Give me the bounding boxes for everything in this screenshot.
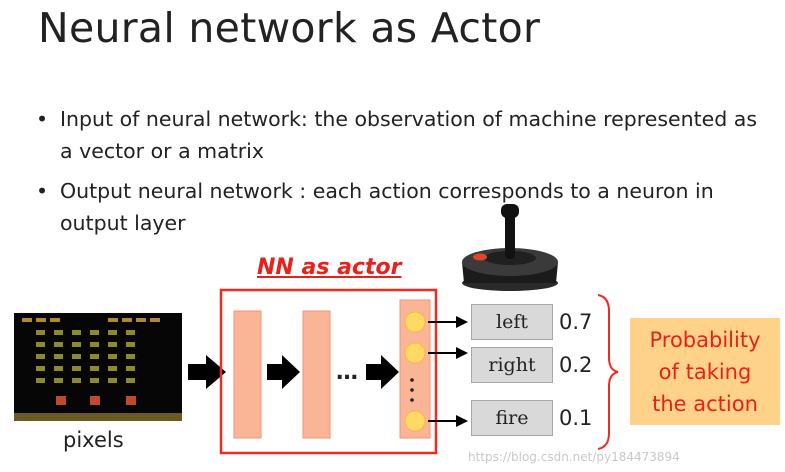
bullet-output: • Output neural network : each action co… <box>36 175 776 239</box>
game-screen-image <box>14 313 182 421</box>
vertical-dot <box>410 398 414 402</box>
joystick-icon <box>462 204 558 291</box>
bullet-marker: • <box>36 179 49 203</box>
pixels-label: pixels <box>63 428 124 452</box>
probability-callout-line: the action <box>652 391 758 416</box>
probability-right: 0.2 <box>559 353 593 377</box>
vertical-dot <box>410 388 414 392</box>
bullet-input: • Input of neural network: the observati… <box>36 103 776 167</box>
probability-callout: Probability of taking the action <box>630 318 780 425</box>
vertical-dot <box>410 378 414 382</box>
action-right-box: right <box>471 347 553 383</box>
hidden-ellipsis: … <box>336 360 358 385</box>
bullet-list: • Input of neural network: the observati… <box>36 103 776 247</box>
hidden-layer-1 <box>233 310 262 439</box>
curly-brace <box>597 294 619 450</box>
probability-callout-line: of taking <box>658 359 752 384</box>
probability-left: 0.7 <box>559 310 593 334</box>
nn-frame <box>219 288 438 455</box>
bullet-input-text: Input of neural network: the observation… <box>60 107 758 163</box>
probability-callout-line: Probability <box>649 327 761 352</box>
action-left-box: left <box>471 304 553 340</box>
neuron-fire <box>404 410 426 432</box>
probability-fire: 0.1 <box>559 406 593 430</box>
action-fire-box: fire <box>471 400 553 436</box>
bullet-marker: • <box>36 107 49 131</box>
watermark: https://blog.csdn.net/py184473894 <box>468 450 680 464</box>
neuron-right <box>404 342 426 364</box>
nn-actor-label: NN as actor <box>257 255 402 280</box>
hidden-layer-2 <box>302 310 331 439</box>
layer-arrow-1 <box>267 355 300 389</box>
layer-arrow-2 <box>366 355 399 389</box>
input-arrow <box>188 355 226 389</box>
output-arrow-right <box>428 347 468 359</box>
neuron-left <box>404 311 426 333</box>
bullet-output-text: Output neural network : each action corr… <box>60 179 714 235</box>
output-arrow-left <box>428 316 468 328</box>
output-arrow-fire <box>428 415 468 427</box>
slide-title: Neural network as Actor <box>38 4 541 52</box>
